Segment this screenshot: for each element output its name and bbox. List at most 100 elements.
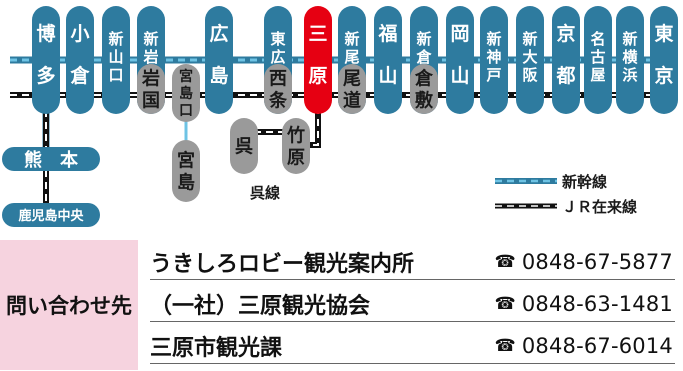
station-label-char: 福 <box>377 22 397 45</box>
contact-tel: ☎ 0848-67-5877 <box>495 250 673 274</box>
local-station-label-char: 西 <box>269 68 287 89</box>
station-label-char: 新 <box>143 30 158 48</box>
station-label-char: 戸 <box>486 66 501 84</box>
contact-org: 三原市観光課 <box>150 335 283 361</box>
station-label-char: 山 <box>378 65 397 87</box>
station-label-char: 博 <box>36 22 55 45</box>
station-pill <box>102 6 130 114</box>
station-pill <box>552 6 580 114</box>
local-station-label-char: 竹 <box>286 124 305 146</box>
station-pill <box>650 6 678 114</box>
kagoshima-label: 鹿児島中央 <box>18 208 84 224</box>
station-label-char: 新 <box>522 30 537 48</box>
local-station-miyajima: 宮島 <box>172 140 200 202</box>
station-label-char: 倉 <box>69 64 90 87</box>
phone-number: 0848-67-6014 <box>521 333 673 358</box>
station-label-char: 京 <box>556 22 575 45</box>
station-kokura: 小倉 <box>66 6 94 114</box>
legend-local-label: ＪＲ在来線 <box>562 198 637 216</box>
kumamoto-label: 熊 本 <box>24 149 78 171</box>
legend-shinkansen-label: 新幹線 <box>562 173 607 191</box>
station-pill <box>616 6 644 114</box>
station-label-char: 大 <box>522 48 537 66</box>
local-station-label-char: 尾 <box>343 68 361 89</box>
station-label-char: 横 <box>622 48 638 66</box>
station-pill <box>374 6 402 114</box>
local-station-pill <box>338 64 366 114</box>
station-label-char: 倉 <box>415 48 432 66</box>
local-station-pill <box>410 64 438 114</box>
local-station-onomichi: 尾道 <box>338 64 366 114</box>
station-pill <box>205 6 233 114</box>
kagoshima-pill <box>2 203 100 227</box>
kure-line-label: 呉線 <box>250 184 280 202</box>
station-label-char: 原 <box>308 65 327 87</box>
station-pill <box>446 6 474 114</box>
local-station-pill <box>230 118 258 174</box>
contact-org: （一社）三原観光協会 <box>150 293 371 319</box>
local-station-miyajimaguchi: 宮島口 <box>172 64 200 122</box>
local-station-label-char: 倉 <box>414 67 434 89</box>
station-label-char: 山 <box>108 48 123 66</box>
local-station-pill <box>172 64 200 122</box>
station-label-char: 東 <box>270 30 285 48</box>
station-label-char: 神 <box>486 48 501 66</box>
contact-org: うきしろロビー観光案内所 <box>150 251 415 277</box>
phone-icon: ☎ <box>494 251 516 272</box>
station-label-char: 多 <box>36 64 55 87</box>
station-label-char: 尾 <box>344 48 359 66</box>
station-label-char: 阪 <box>522 66 538 84</box>
phone-icon: ☎ <box>494 293 516 314</box>
local-station-iwakuni: 岩国 <box>137 64 165 114</box>
local-station-label-char: 原 <box>287 147 305 168</box>
local-station-label-char: 口 <box>179 103 193 119</box>
station-label-char: 岡 <box>450 23 469 45</box>
contact-row: （一社）三原観光協会 ☎ 0848-63-1481 <box>150 286 675 322</box>
station-label-char: 広 <box>270 48 285 66</box>
route-map: 博多小倉新山口新岩国広島東広島三原新尾道福山新倉敷岡山新神戸新大阪京都名古屋新横… <box>2 6 678 227</box>
local-station-saijo: 西条 <box>264 64 292 114</box>
station-label-char: 岩 <box>142 48 158 66</box>
station-mihara: 三原 <box>304 6 332 114</box>
station-shinyamaguchi: 新山口 <box>102 6 130 114</box>
station-label-char: 浜 <box>622 66 637 84</box>
station-label-char: 新 <box>344 30 359 48</box>
contact-heading: 問い合わせ先 <box>0 240 138 370</box>
legend: 新幹線 ＪＲ在来線 <box>495 173 637 216</box>
station-pill <box>66 6 94 114</box>
station-label-char: 小 <box>70 23 89 45</box>
station-pill <box>304 6 332 114</box>
station-label-char: 屋 <box>590 66 605 84</box>
station-label-char: 新 <box>622 30 637 48</box>
station-pill <box>480 6 508 114</box>
station-tokyo: 東京 <box>650 6 678 114</box>
local-station-pill <box>282 118 310 174</box>
station-label-char: 古 <box>590 48 605 66</box>
station-okayama: 岡山 <box>446 6 474 114</box>
phone-number: 0848-67-5877 <box>521 249 673 274</box>
station-pill <box>584 6 612 114</box>
local-station-label-char: 島 <box>177 171 195 193</box>
local-station-label-char: 宮 <box>179 68 193 85</box>
local-station-pill <box>264 64 292 114</box>
kagoshima-station: 鹿児島中央 <box>2 203 100 227</box>
local-station-label-char: 島 <box>179 85 193 102</box>
contact-tel: ☎ 0848-67-6014 <box>495 334 673 358</box>
station-label-char: 東 <box>654 22 673 45</box>
station-label-char: 口 <box>108 66 123 84</box>
local-station-label-char: 宮 <box>177 149 195 171</box>
local-station-kurashiki: 倉敷 <box>410 64 438 114</box>
contact-tel: ☎ 0848-63-1481 <box>495 292 673 316</box>
station-label-char: 新 <box>486 30 501 48</box>
local-station-label-char: 呉 <box>235 136 253 157</box>
local-station-kure: 呉 <box>230 118 258 174</box>
local-station-takehara: 竹原 <box>282 118 310 174</box>
station-nagoya: 名古屋 <box>584 6 612 114</box>
station-shinosaka: 新大阪 <box>516 6 544 114</box>
station-hakata: 博多 <box>32 6 60 114</box>
local-station-label-char: 敷 <box>415 89 434 111</box>
phone-number: 0848-63-1481 <box>521 291 673 316</box>
station-label-char: 山 <box>450 65 469 87</box>
station-fukuyama: 福山 <box>374 6 402 114</box>
contact-row: 三原市観光課 ☎ 0848-67-6014 <box>150 328 675 364</box>
